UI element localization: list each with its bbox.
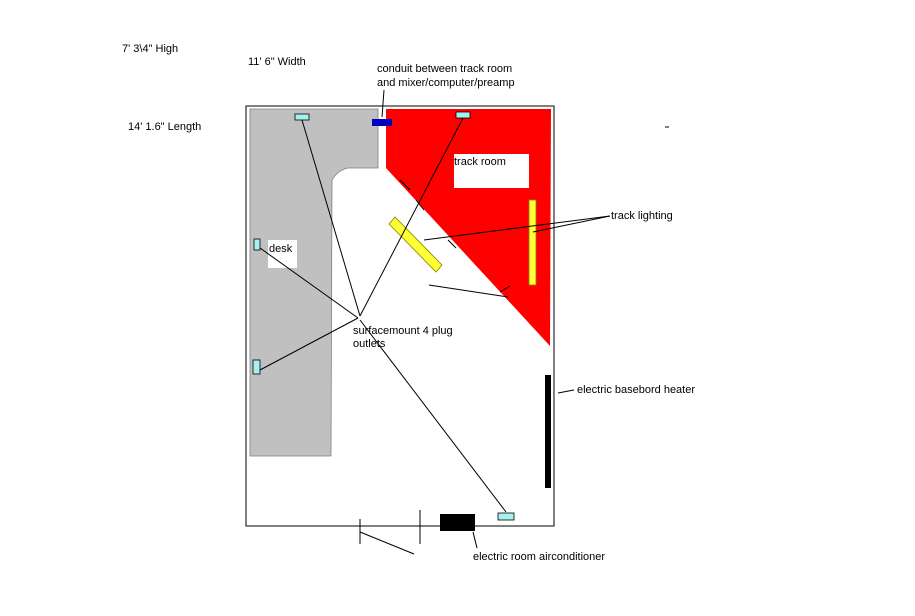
aircon-pointer bbox=[472, 531, 478, 549]
conduit-pointer bbox=[381, 89, 385, 118]
desk-area bbox=[249, 108, 379, 457]
track-light-diagonal bbox=[388, 216, 443, 273]
heater-pointer bbox=[557, 389, 575, 394]
track-room-label: track room bbox=[454, 156, 506, 168]
track-light-vertical bbox=[528, 199, 537, 286]
outlet-bottom bbox=[497, 512, 515, 521]
aircon-label: electric room airconditioner bbox=[473, 551, 605, 563]
width-dimension-label: 11' 6" Width bbox=[248, 56, 306, 68]
air-conditioner bbox=[440, 514, 475, 531]
conduit-marker bbox=[372, 119, 392, 126]
conduit-label-line1: conduit between track room bbox=[377, 63, 512, 75]
track-room-label-box bbox=[454, 154, 529, 188]
outlet-top-right bbox=[455, 111, 471, 119]
outlets-label-line2: outlets bbox=[353, 338, 386, 350]
track-lighting-label: track lighting bbox=[611, 210, 673, 222]
outlet-left-lower bbox=[252, 359, 261, 375]
conduit-label-line2: and mixer/computer/preamp bbox=[377, 77, 515, 89]
length-dimension-label: 14' 1.6" Length bbox=[128, 121, 201, 133]
desk-label: desk bbox=[269, 243, 293, 255]
baseboard-heater bbox=[545, 375, 551, 488]
outlets-label-line1: surfacemount 4 plug bbox=[353, 325, 453, 337]
outlet-pointers bbox=[259, 117, 507, 513]
desk-label-box bbox=[268, 240, 297, 268]
track-lighting-pointers bbox=[423, 215, 611, 241]
track-room-diagonal-marks bbox=[399, 179, 511, 298]
outlet-left-upper bbox=[253, 238, 261, 251]
height-dimension-label: 7' 3\4" High bbox=[122, 43, 178, 55]
heater-label: electric basebord heater bbox=[577, 384, 695, 396]
outlet-top-left bbox=[294, 113, 310, 121]
door bbox=[359, 510, 421, 555]
